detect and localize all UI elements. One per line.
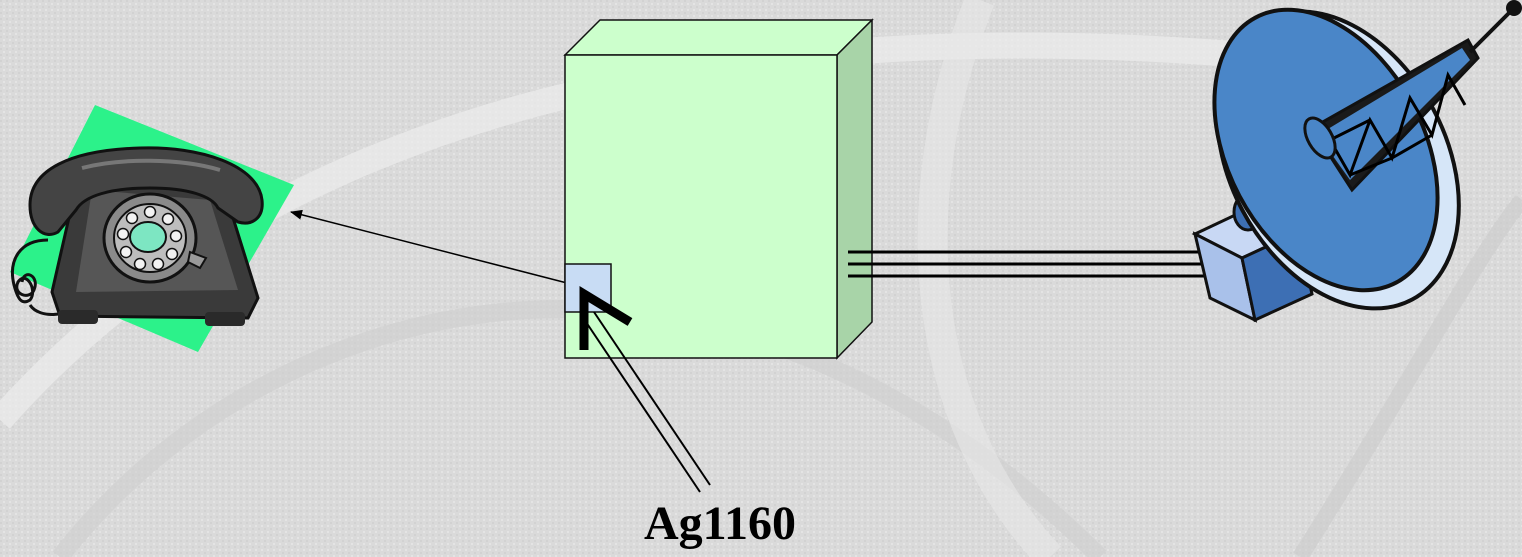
connection-lines [848,250,1208,278]
telephone-handset [28,146,264,236]
dish-tower [1303,0,1522,193]
equipment-box-top [563,19,874,56]
pointer-arrow [579,285,711,493]
equipment-box-side [836,18,873,360]
telephone-dial [102,192,208,284]
signal-arrow [290,209,568,284]
telephone-icon [10,105,294,352]
satellite-dish-icon [1191,0,1522,323]
device-label: Ag1160 [643,497,796,550]
